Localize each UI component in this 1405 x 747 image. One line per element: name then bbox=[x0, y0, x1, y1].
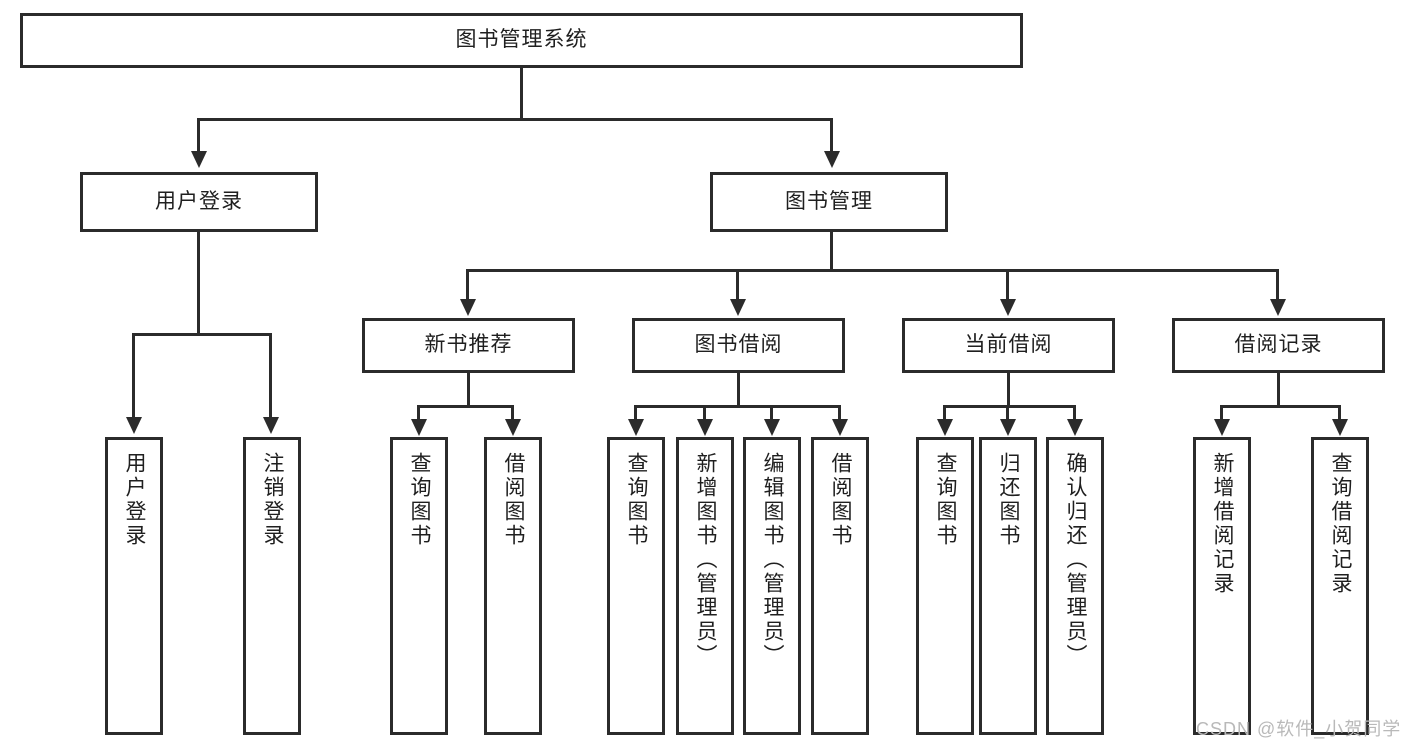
arrow-user-login-left bbox=[126, 417, 142, 434]
leaf-current-return-book[interactable]: 归还图书 bbox=[979, 437, 1037, 735]
connector-br-stem bbox=[1277, 373, 1280, 407]
arrow-bb-3 bbox=[764, 419, 780, 436]
connector-root-bus bbox=[197, 118, 833, 121]
csdn-watermark: CSDN @软件_小贺同学 bbox=[1196, 719, 1402, 739]
leaf-rec-query-book[interactable]: 查询图书 bbox=[390, 437, 448, 735]
arrow-root-to-book-manage bbox=[824, 151, 840, 168]
leaf-user-logout[interactable]: 注销登录 bbox=[243, 437, 301, 735]
connector-user-login-left bbox=[132, 333, 135, 417]
node-label: 用户登录 bbox=[155, 189, 243, 213]
arrow-bm-to-borrow-record bbox=[1270, 299, 1286, 316]
connector-nbr-bus bbox=[417, 405, 513, 408]
leaf-borrow-add-book[interactable]: 新增图书（管理员） bbox=[676, 437, 734, 735]
node-book-borrow[interactable]: 图书借阅 bbox=[632, 318, 845, 373]
connector-user-login-bus bbox=[132, 333, 271, 336]
node-label: 查询图书 bbox=[625, 452, 649, 548]
arrow-nbr-right bbox=[505, 419, 521, 436]
connector-br-right bbox=[1338, 405, 1341, 419]
arrow-cb-1 bbox=[937, 419, 953, 436]
connector-br-bus bbox=[1220, 405, 1338, 408]
connector-user-login-stem bbox=[197, 232, 200, 335]
connector-root-to-book-manage bbox=[830, 118, 833, 151]
connector-bm-to-book-borrow bbox=[736, 269, 739, 299]
connector-bm-to-new-book-rec bbox=[466, 269, 469, 299]
node-label: 查询借阅记录 bbox=[1329, 452, 1353, 596]
connector-root-stem bbox=[520, 68, 523, 119]
arrow-br-left bbox=[1214, 419, 1230, 436]
node-new-book-rec[interactable]: 新书推荐 bbox=[362, 318, 575, 373]
leaf-record-add[interactable]: 新增借阅记录 bbox=[1193, 437, 1251, 735]
connector-cb-1 bbox=[943, 405, 946, 419]
connector-nbr-left bbox=[417, 405, 420, 419]
arrow-bm-to-new-book-rec bbox=[460, 299, 476, 316]
connector-root-to-user-login bbox=[197, 118, 200, 151]
connector-bm-to-current-borrow bbox=[1006, 269, 1009, 299]
connector-book-manage-stem bbox=[830, 232, 833, 271]
leaf-current-query-book[interactable]: 查询图书 bbox=[916, 437, 974, 735]
node-label: 图书管理 bbox=[785, 189, 873, 213]
connector-bb-4 bbox=[838, 405, 841, 419]
connector-bb-1 bbox=[634, 405, 637, 419]
arrow-bb-2 bbox=[697, 419, 713, 436]
node-label: 图书管理系统 bbox=[455, 28, 588, 52]
arrow-bb-4 bbox=[832, 419, 848, 436]
node-borrow-record[interactable]: 借阅记录 bbox=[1172, 318, 1385, 373]
connector-bb-bus bbox=[634, 405, 839, 408]
node-label: 编辑图书（管理员） bbox=[761, 452, 785, 668]
node-label: 新增借阅记录 bbox=[1211, 452, 1235, 596]
connector-bb-3 bbox=[770, 405, 773, 419]
connector-nbr-right bbox=[511, 405, 514, 419]
node-label: 新增图书（管理员） bbox=[694, 452, 718, 668]
connector-cb-2 bbox=[1006, 405, 1009, 419]
leaf-borrow-edit-book[interactable]: 编辑图书（管理员） bbox=[743, 437, 801, 735]
node-current-borrow[interactable]: 当前借阅 bbox=[902, 318, 1115, 373]
arrow-cb-3 bbox=[1067, 419, 1083, 436]
arrow-root-to-user-login bbox=[191, 151, 207, 168]
arrow-bb-1 bbox=[628, 419, 644, 436]
node-user-login[interactable]: 用户登录 bbox=[80, 172, 318, 232]
connector-br-left bbox=[1220, 405, 1223, 419]
connector-bb-stem bbox=[737, 373, 740, 407]
leaf-user-login[interactable]: 用户登录 bbox=[105, 437, 163, 735]
connector-cb-3 bbox=[1073, 405, 1076, 419]
node-label: 用户登录 bbox=[123, 452, 147, 548]
leaf-record-query[interactable]: 查询借阅记录 bbox=[1311, 437, 1369, 735]
node-root-system[interactable]: 图书管理系统 bbox=[20, 13, 1023, 68]
node-label: 新书推荐 bbox=[424, 333, 513, 357]
arrow-bm-to-current-borrow bbox=[1000, 299, 1016, 316]
connector-book-manage-bus bbox=[466, 269, 1278, 272]
connector-nbr-stem bbox=[467, 373, 470, 407]
arrow-bm-to-book-borrow bbox=[730, 299, 746, 316]
leaf-borrow-borrow-book[interactable]: 借阅图书 bbox=[811, 437, 869, 735]
node-label: 借阅图书 bbox=[829, 452, 853, 548]
arrow-user-login-right bbox=[263, 417, 279, 434]
leaf-borrow-query-book[interactable]: 查询图书 bbox=[607, 437, 665, 735]
node-label: 确认归还（管理员） bbox=[1064, 452, 1088, 668]
connector-user-login-right bbox=[269, 333, 272, 417]
connector-bm-to-borrow-record bbox=[1276, 269, 1279, 299]
arrow-nbr-left bbox=[411, 419, 427, 436]
arrow-cb-2 bbox=[1000, 419, 1016, 436]
node-label: 借阅图书 bbox=[502, 452, 526, 548]
node-label: 查询图书 bbox=[934, 452, 958, 548]
connector-bb-2 bbox=[703, 405, 706, 419]
leaf-current-confirm-return[interactable]: 确认归还（管理员） bbox=[1046, 437, 1104, 735]
leaf-rec-borrow-book[interactable]: 借阅图书 bbox=[484, 437, 542, 735]
node-label: 当前借阅 bbox=[964, 333, 1053, 357]
node-label: 注销登录 bbox=[261, 452, 285, 548]
node-label: 图书借阅 bbox=[694, 333, 783, 357]
node-label: 查询图书 bbox=[408, 452, 432, 548]
node-book-manage[interactable]: 图书管理 bbox=[710, 172, 948, 232]
node-label: 借阅记录 bbox=[1234, 333, 1323, 357]
arrow-br-right bbox=[1332, 419, 1348, 436]
connector-cb-stem bbox=[1007, 373, 1010, 407]
node-label: 归还图书 bbox=[997, 452, 1021, 548]
